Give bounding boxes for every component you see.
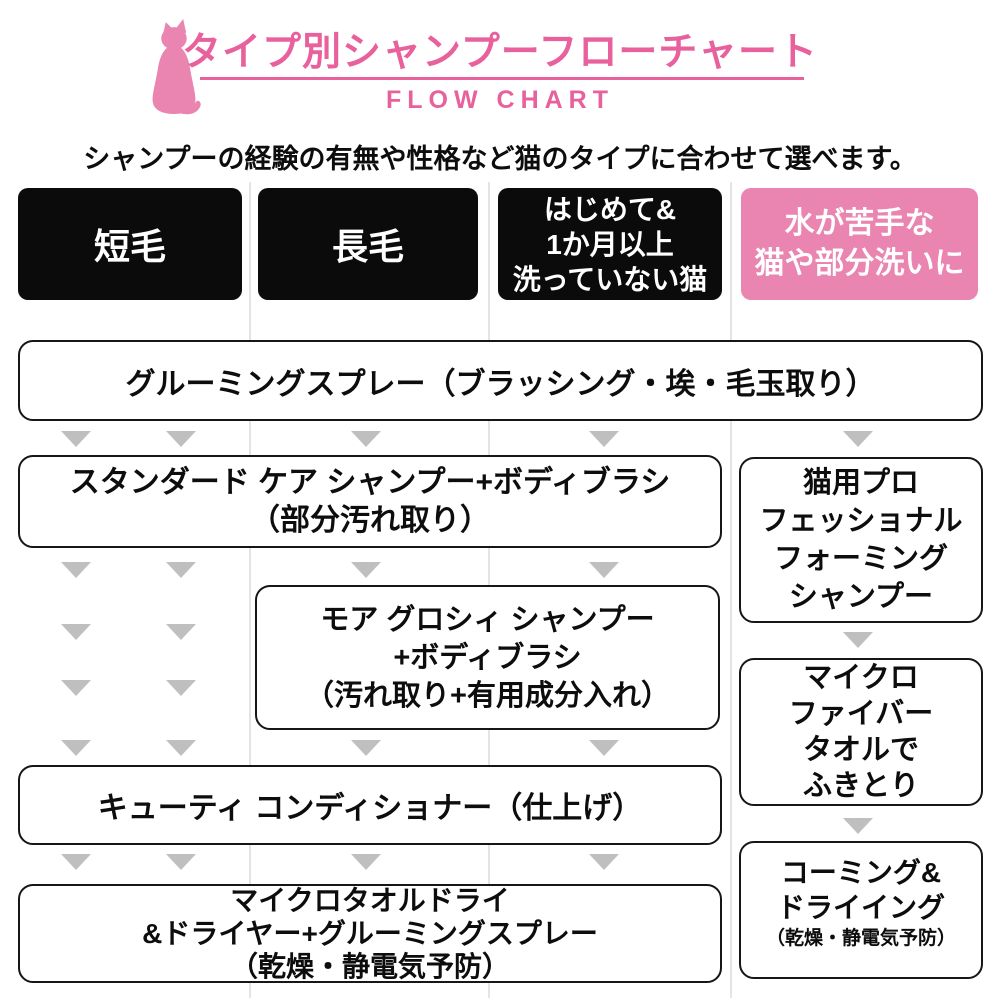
down-arrow-icon [843,818,873,834]
column-header-label: 水が苦手な [784,207,935,240]
down-arrow-icon [589,740,619,756]
flow-box-grooming-spray: グルーミングスプレー（ブラッシング・埃・毛玉取り） [18,340,983,421]
title-underline [200,77,804,80]
flow-box-label: 猫用プロ [802,467,919,499]
column-header-first-time: はじめて& 1か月以上 洗っていない猫 [498,188,722,300]
flow-box-standard-care-shampoo: スタンダード ケア シャンプー+ボディブラシ （部分汚れ取り） [18,455,722,548]
flow-box-label: マイクロ [803,662,919,694]
down-arrow-icon [589,431,619,447]
flow-box-label: グルーミングスプレー（ブラッシング・埃・毛玉取り） [125,367,876,401]
flow-chart-label: FLOW CHART [385,86,615,114]
flow-box-label: （部分汚れ取り） [250,503,490,537]
flow-box-label: コーミング& [780,857,942,888]
flow-box-micro-towel-dry: マイクロタオルドライ &ドライヤー+グルーミングスプレー （乾燥・静電気予防） [18,884,722,983]
down-arrow-icon [166,854,196,870]
flow-box-label: ふきとり [802,770,919,802]
flow-box-label: フォーミング [773,543,948,575]
down-arrow-icon [166,624,196,640]
flow-box-microfiber-towel: マイクロ ファイバー タオルで ふきとり [739,658,983,806]
down-arrow-icon [351,562,381,578]
down-arrow-icon [351,740,381,756]
column-header-short-hair: 短毛 [18,188,242,300]
column-header-water-shy: 水が苦手な 猫や部分洗いに [741,188,978,300]
flow-box-label: ドライイング [776,892,945,923]
flow-box-label: +ボディブラシ [393,641,582,674]
column-divider [249,182,251,998]
flow-box-label: （乾燥・静電気予防） [229,951,510,982]
column-header-long-hair: 長毛 [258,188,478,300]
flow-box-label: （乾燥・静電気予防） [765,928,956,949]
column-header-label: 短毛 [93,226,166,267]
flow-box-label: （汚れ取り+有用成分入れ） [305,679,670,712]
down-arrow-icon [589,854,619,870]
down-arrow-icon [166,740,196,756]
down-arrow-icon [843,431,873,447]
flow-box-label: マイクロタオルドライ [230,885,510,916]
down-arrow-icon [843,632,873,648]
page-title: タイプ別シャンプーフローチャート [181,31,819,74]
down-arrow-icon [61,854,91,870]
down-arrow-icon [166,680,196,696]
down-arrow-icon [166,562,196,578]
column-header-label: 猫や部分洗いに [754,247,965,280]
flow-box-label: キューティ コンディショナー（仕上げ） [97,792,643,825]
flow-box-label: ファイバー [788,698,934,730]
down-arrow-icon [166,431,196,447]
column-divider [730,182,732,998]
flow-box-more-glossy-shampoo: モア グロシィ シャンプー +ボディブラシ （汚れ取り+有用成分入れ） [255,585,720,730]
column-header-label: はじめて& [543,193,677,225]
down-arrow-icon [589,562,619,578]
down-arrow-icon [351,854,381,870]
down-arrow-icon [61,562,91,578]
down-arrow-icon [351,431,381,447]
down-arrow-icon [61,431,91,447]
down-arrow-icon [61,680,91,696]
flow-box-label: タオルで [802,734,919,766]
chart-description: シャンプーの経験の有無や性格など猫のタイプに合わせて選べます。 [83,144,917,174]
flow-box-pro-foaming-shampoo: 猫用プロ フェッショナル フォーミング シャンプー [739,457,983,623]
cat-icon [152,19,201,115]
flow-box-label: フェッショナル [759,505,963,537]
column-header-label: 長毛 [331,226,404,267]
down-arrow-icon [61,740,91,756]
down-arrow-icon [61,624,91,640]
column-header-label: 洗っていない猫 [512,263,708,295]
flow-box-label: &ドライヤー+グルーミングスプレー [142,918,598,949]
flow-box-label: モア グロシィ シャンプー [320,603,655,636]
flow-box-combing-drying: コーミング& ドライイング （乾燥・静電気予防） [739,841,983,979]
column-header-label: 1か月以上 [546,228,674,260]
flow-box-label: スタンダード ケア シャンプー+ボディブラシ [69,465,671,499]
flow-box-cutie-conditioner: キューティ コンディショナー（仕上げ） [18,765,722,845]
flow-box-label: シャンプー [788,581,934,613]
